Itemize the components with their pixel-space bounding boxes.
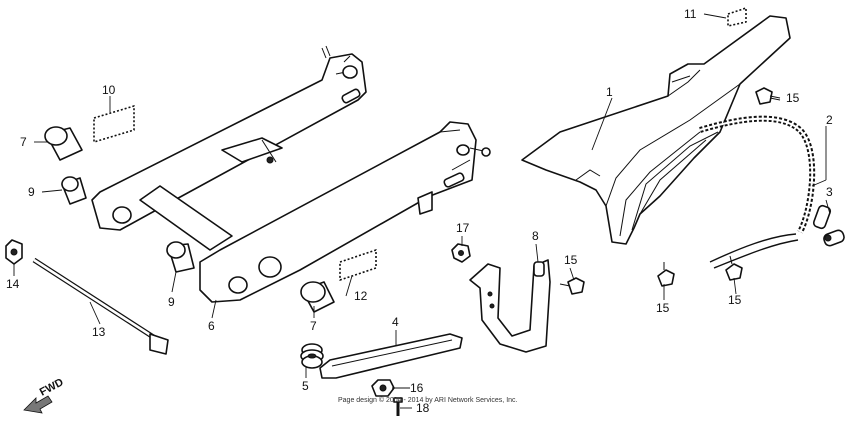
callout-7-left: 7 bbox=[20, 135, 27, 149]
label-sticker-10[interactable] bbox=[93, 105, 135, 143]
callout-18: 18 bbox=[416, 401, 430, 415]
callout-15-lower-right: 15 bbox=[728, 293, 742, 307]
bolt-15-lower-left[interactable] bbox=[657, 262, 675, 287]
callout-9-right: 9 bbox=[168, 295, 175, 309]
callout-15-top: 15 bbox=[786, 91, 800, 105]
callout-12: 12 bbox=[354, 289, 368, 303]
nut-16[interactable] bbox=[371, 379, 395, 397]
forward-direction-indicator: FWD bbox=[23, 376, 66, 414]
bushing-left[interactable] bbox=[61, 176, 87, 205]
callout-13: 13 bbox=[92, 325, 106, 339]
callout-4: 4 bbox=[392, 315, 399, 329]
dust-cap-left[interactable] bbox=[44, 126, 83, 161]
bolt-15-stay[interactable] bbox=[559, 277, 585, 295]
chain-case[interactable] bbox=[521, 15, 791, 245]
callout-numbers: 1 2 3 4 5 6 7 7 8 9 9 10 11 12 13 14 15 … bbox=[6, 7, 833, 415]
copyright-text: Page design © 2004 - 2014 by ARI Network… bbox=[338, 396, 518, 404]
callout-9-left: 9 bbox=[28, 185, 35, 199]
callout-5: 5 bbox=[302, 379, 309, 393]
callout-15-stay: 15 bbox=[564, 253, 578, 267]
leader-lines bbox=[13, 13, 831, 409]
callout-3: 3 bbox=[826, 185, 833, 199]
callout-10: 10 bbox=[102, 83, 116, 97]
callout-15-lower-left: 15 bbox=[656, 301, 670, 315]
pivot-bolt[interactable] bbox=[32, 257, 169, 355]
callout-14: 14 bbox=[6, 277, 20, 291]
pivot-nut[interactable] bbox=[5, 239, 23, 265]
callout-7-right: 7 bbox=[310, 319, 317, 333]
chain-case-stay[interactable] bbox=[469, 259, 551, 353]
forward-arrow-icon bbox=[23, 395, 53, 414]
callout-8: 8 bbox=[532, 229, 539, 243]
callout-2: 2 bbox=[826, 113, 833, 127]
bolt-18[interactable] bbox=[393, 397, 403, 416]
callout-16: 16 bbox=[410, 381, 424, 395]
adjuster-spring[interactable] bbox=[300, 343, 324, 369]
callout-6: 6 bbox=[208, 319, 215, 333]
bolt-15-lower-right[interactable] bbox=[725, 255, 743, 281]
master-link[interactable] bbox=[812, 204, 846, 247]
drive-chain[interactable] bbox=[699, 115, 816, 269]
dust-cap-right[interactable] bbox=[300, 281, 335, 313]
chain-adjuster-plate[interactable] bbox=[319, 333, 463, 379]
callout-17: 17 bbox=[456, 221, 470, 235]
fwd-label: FWD bbox=[38, 376, 66, 398]
label-sticker-12[interactable] bbox=[339, 249, 377, 281]
nut-17[interactable] bbox=[451, 243, 471, 263]
callout-1: 1 bbox=[606, 85, 613, 99]
callout-11: 11 bbox=[684, 7, 697, 21]
label-sticker-11[interactable] bbox=[727, 7, 747, 27]
swingarm[interactable] bbox=[91, 45, 491, 303]
bushing-right[interactable] bbox=[166, 241, 195, 273]
bolt-15-top[interactable] bbox=[755, 87, 781, 105]
